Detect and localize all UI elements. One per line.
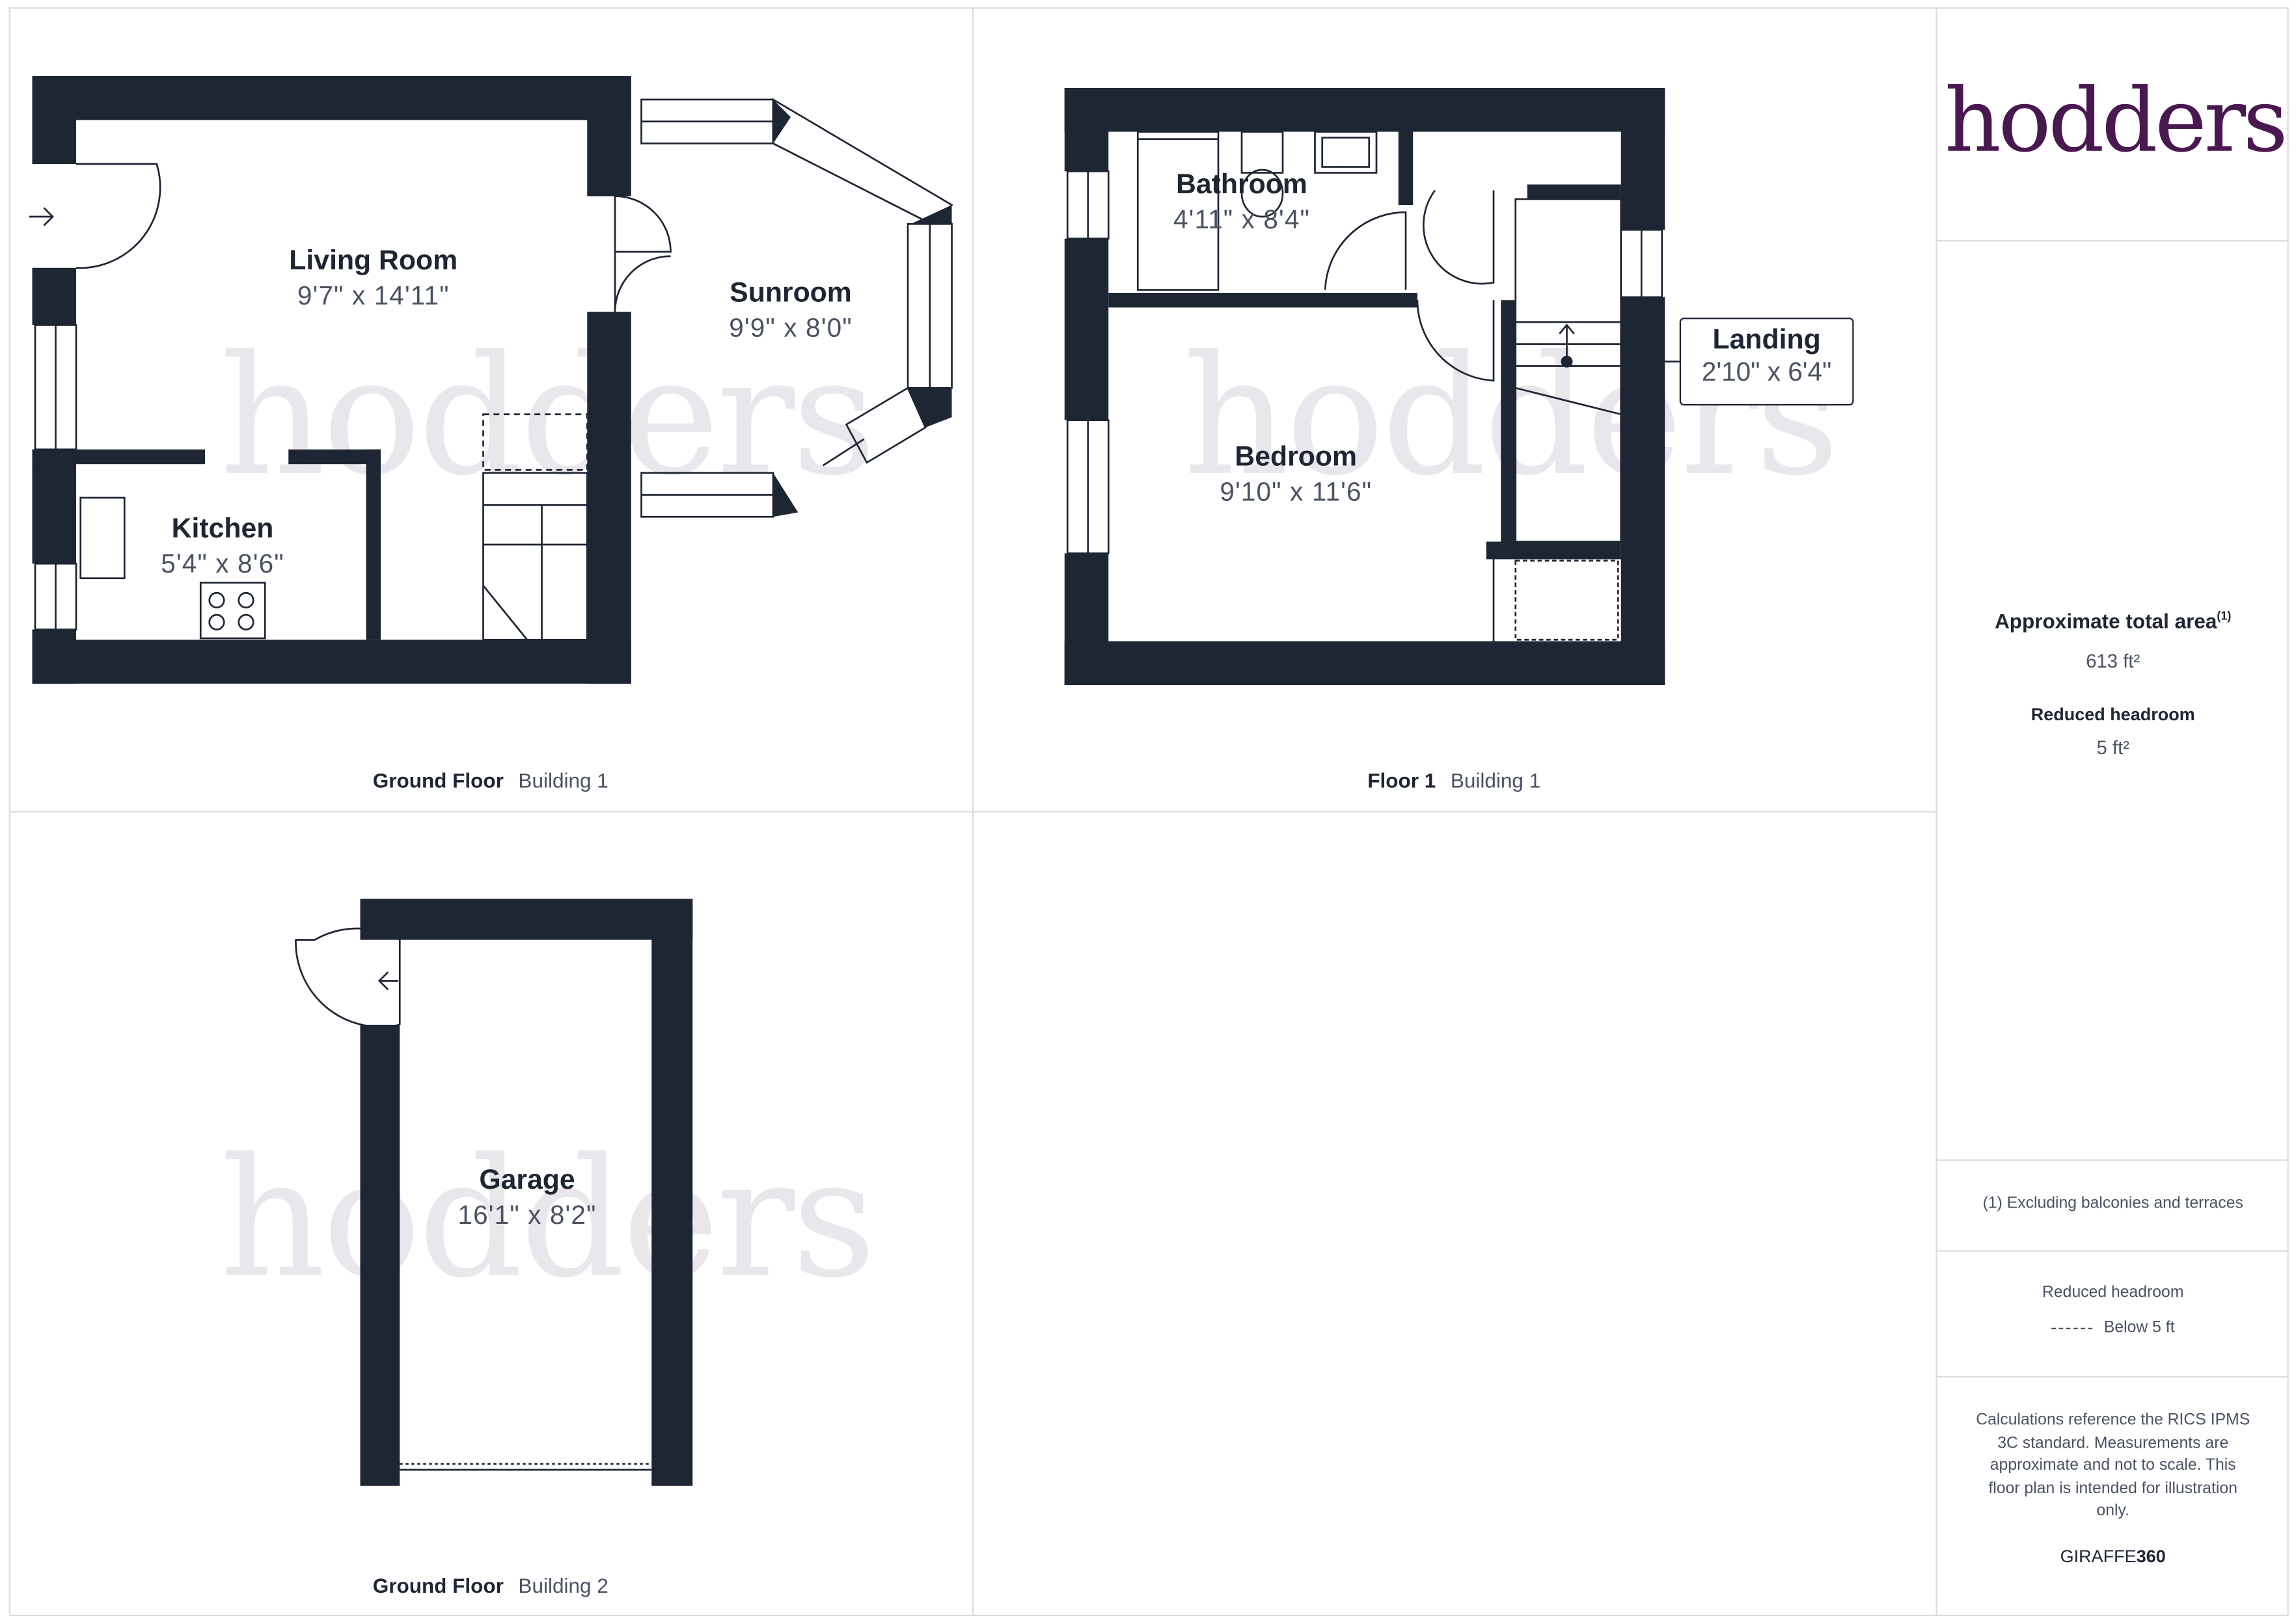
credit-light: GIRAFFE: [2060, 1546, 2137, 1567]
divider: [1935, 7, 1937, 1616]
total-area-value: 613 ft²: [2086, 650, 2140, 672]
footnote-ref: (1): [2217, 609, 2232, 623]
total-area-label: Approximate total area(1): [1937, 609, 2289, 632]
divider: [1935, 240, 2288, 242]
divider: [1935, 1159, 2288, 1161]
dashed-line-icon: [2051, 1327, 2092, 1329]
plan-caption: Floor 1 Building 1: [1367, 768, 1540, 792]
floor1-walls: [1064, 88, 1665, 685]
footnote: (1) Excluding balconies and terraces: [1982, 1195, 2243, 1212]
room-dimensions: 5'4" x 8'6": [161, 548, 284, 578]
room-dimensions: 9'10" x 11'6": [1220, 477, 1373, 507]
room-name: Kitchen: [171, 513, 274, 545]
room-bedroom: Bedroom 9'10" x 11'6": [1220, 442, 1372, 508]
room-dimensions: 16'1" x 8'2": [458, 1200, 597, 1230]
reduced-headroom-value: 5 ft²: [2096, 736, 2129, 759]
watermark: hodders: [219, 322, 877, 513]
room-name: Bedroom: [1235, 442, 1358, 473]
room-living-room: Living Room 9'7" x 14'11": [289, 246, 458, 312]
divider: [8, 811, 1936, 813]
hodders-logo: hodders: [1945, 70, 2288, 173]
divider: [1935, 1376, 2288, 1378]
building-name: Building 2: [518, 1573, 608, 1597]
divider: [8, 7, 2288, 9]
room-name: Bathroom: [1176, 170, 1307, 201]
room-dimensions: 9'9" x 8'0": [729, 313, 853, 343]
ground-floor-details: [29, 98, 953, 641]
floor1-details: [1066, 131, 1680, 642]
divider: [8, 1614, 2288, 1616]
floor-name: Ground Floor: [372, 768, 504, 792]
room-name: Garage: [479, 1165, 575, 1197]
credit-bold: 360: [2136, 1546, 2166, 1567]
garage-details: [295, 927, 652, 1471]
watermark: hodders: [219, 1124, 877, 1315]
floor-name: Ground Floor: [372, 1573, 504, 1597]
legend-text: Below 5 ft: [2103, 1319, 2175, 1337]
room-garage: Garage 16'1" x 8'2": [458, 1165, 596, 1231]
legend-item: Below 5 ft: [1937, 1319, 2289, 1336]
room-name: Living Room: [289, 246, 458, 277]
label-text: Approximate total area: [1995, 609, 2217, 632]
floor-name: Floor 1: [1367, 768, 1436, 792]
giraffe360-logo: GIRAFFE360: [1937, 1546, 2289, 1567]
plan-caption: Ground Floor Building 2: [373, 1574, 608, 1597]
room-dimensions: 4'11" x 8'4": [1173, 205, 1311, 234]
reduced-headroom-label: Reduced headroom: [2030, 704, 2195, 725]
room-sunroom: Sunroom 9'9" x 8'0": [729, 278, 852, 344]
legend-title: Reduced headroom: [2042, 1284, 2184, 1302]
disclaimer: Calculations reference the RICS IPMS 3C …: [1976, 1411, 2250, 1520]
room-landing: Landing 2'10" x 6'4": [1679, 318, 1854, 406]
building-name: Building 1: [1450, 768, 1541, 792]
room-name: Sunroom: [730, 278, 852, 309]
divider: [1935, 1250, 2288, 1252]
ground-floor-walls: [32, 76, 952, 684]
room-name: Landing: [1712, 325, 1821, 356]
garage-walls: [360, 899, 693, 1486]
building-name: Building 1: [518, 768, 608, 792]
plan-caption: Ground Floor Building 1: [373, 768, 608, 792]
room-dimensions: 9'7" x 14'11": [297, 281, 450, 310]
room-dimensions: 2'10" x 6'4": [1701, 357, 1832, 386]
room-bathroom: Bathroom 4'11" x 8'4": [1173, 170, 1310, 236]
room-kitchen: Kitchen 5'4" x 8'6": [161, 514, 284, 580]
divider: [2287, 7, 2289, 1616]
